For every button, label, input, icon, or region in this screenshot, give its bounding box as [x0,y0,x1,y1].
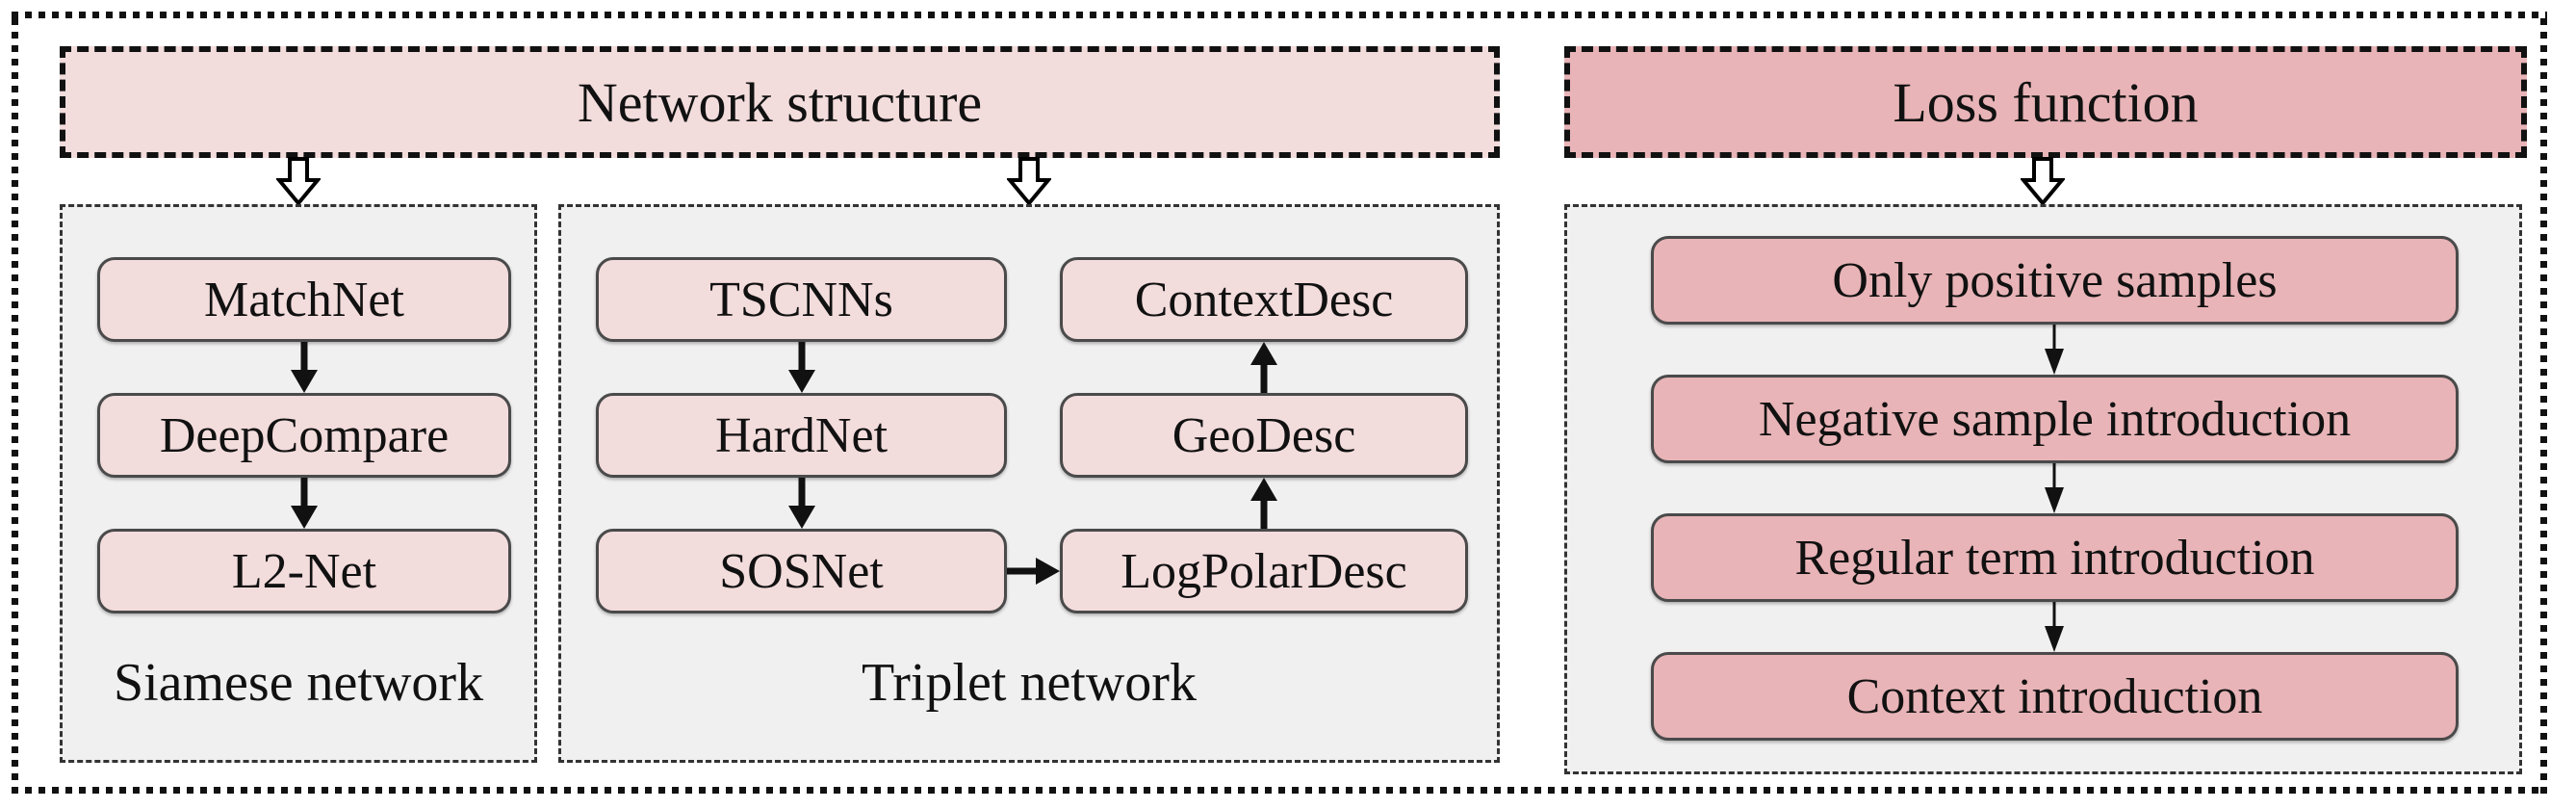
right-arrow-icon [1007,558,1060,585]
hollow-down-arrow-icon [1007,157,1051,206]
node-l2net: L2-Net [97,529,511,613]
down-arrow-icon [788,342,815,393]
node-tscnns: TSCNNs [596,257,1007,342]
down-arrow-icon [2045,325,2064,375]
node-matchnet-label: MatchNet [204,272,404,327]
down-arrow-icon [291,478,318,529]
node-deepcompare-label: DeepCompare [159,407,450,463]
hollow-down-arrow-icon [276,157,321,206]
loss-function-panel: Only positive samples Negative sample in… [1564,204,2522,774]
node-context-introduction-label: Context introduction [1846,668,2263,724]
network-structure-title: Network structure [577,70,983,134]
network-structure-header: Network structure [60,46,1500,158]
down-arrow-icon [788,478,815,529]
siamese-network-label: Siamese network [113,653,484,713]
node-l2net-label: L2-Net [231,543,377,599]
node-matchnet: MatchNet [97,257,511,342]
node-sosnet-label: SOSNet [719,543,884,599]
node-tscnns-label: TSCNNs [709,272,893,327]
node-logpolardesc-label: LogPolarDesc [1121,543,1407,599]
down-arrow-icon [291,342,318,393]
node-sosnet: SOSNet [596,529,1007,613]
up-arrow-icon [1250,342,1277,393]
hollow-down-arrow-icon [2021,157,2065,206]
node-geodesc: GeoDesc [1060,393,1468,478]
loss-function-header: Loss function [1564,46,2527,158]
down-arrow-icon [2045,602,2064,652]
loss-function-title: Loss function [1893,70,2199,134]
down-arrow-icon [2045,463,2064,513]
node-only-positive-samples-label: Only positive samples [1832,252,2278,308]
node-logpolardesc: LogPolarDesc [1060,529,1468,613]
node-contextdesc-label: ContextDesc [1134,272,1394,327]
node-hardnet-label: HardNet [714,407,889,463]
node-context-introduction: Context introduction [1651,652,2459,741]
node-only-positive-samples: Only positive samples [1651,236,2459,325]
node-geodesc-label: GeoDesc [1172,407,1356,463]
up-arrow-icon [1250,478,1277,529]
node-regular-term-introduction: Regular term introduction [1651,513,2459,602]
node-contextdesc: ContextDesc [1060,257,1468,342]
node-deepcompare: DeepCompare [97,393,511,478]
node-regular-term-introduction-label: Regular term introduction [1794,530,2315,586]
triplet-network-label: Triplet network [862,653,1197,713]
siamese-network-panel: MatchNet DeepCompare L2-Net Siamese netw… [60,204,537,763]
node-hardnet: HardNet [596,393,1007,478]
node-negative-sample-introduction-label: Negative sample introduction [1758,391,2352,447]
node-negative-sample-introduction: Negative sample introduction [1651,375,2459,463]
triplet-network-panel: TSCNNs HardNet SOSNet ContextDesc GeoDes… [558,204,1500,763]
